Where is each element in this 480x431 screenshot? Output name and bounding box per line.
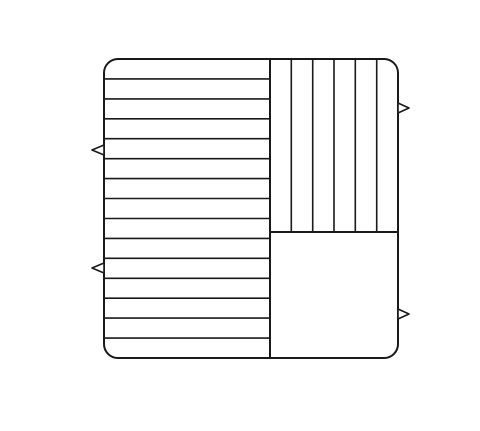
right-tab-lower <box>397 308 410 320</box>
left-tab-upper <box>91 144 105 156</box>
right-tab-upper <box>397 102 410 114</box>
side-tabs <box>91 102 410 320</box>
left-divider-section <box>104 78 270 339</box>
left-tab-lower <box>91 262 105 274</box>
top-right-divider-section <box>290 59 378 232</box>
rack-frame <box>103 58 399 359</box>
outer-frame <box>103 58 399 359</box>
